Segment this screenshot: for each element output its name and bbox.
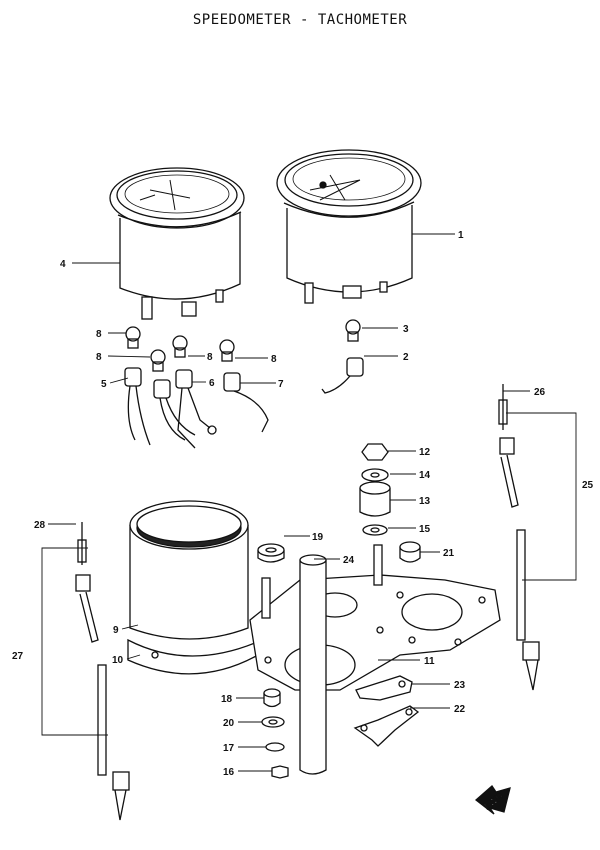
meter-cup: [127, 500, 263, 675]
callout-2: 2: [403, 352, 409, 363]
callout-5: 5: [101, 379, 107, 390]
mount-grommets: [359, 443, 391, 536]
meter-right: [276, 149, 422, 304]
callout-11: 11: [424, 656, 435, 667]
callout-22: 22: [454, 704, 466, 715]
callout-27: 27: [12, 651, 24, 662]
callout-13: 13: [419, 496, 431, 507]
callout-7: 7: [278, 379, 284, 390]
meter-left: [109, 167, 245, 320]
callout-labels: 1 4 3 2 8 8 8 8 5 6 7 12 14 13 15 19 24 …: [12, 230, 594, 778]
cable-left: [75, 522, 130, 821]
bulbs-and-sockets: [124, 319, 364, 449]
callout-18: 18: [221, 694, 233, 705]
callout-15: 15: [419, 524, 431, 535]
callout-26: 26: [534, 387, 546, 398]
callout-12: 12: [419, 447, 431, 458]
callout-4: 4: [60, 259, 66, 270]
callout-24: 24: [343, 555, 355, 566]
callout-19: 19: [312, 532, 324, 543]
callout-28: 28: [34, 520, 46, 531]
callout-23: 23: [454, 680, 466, 691]
callout-1: 1: [458, 230, 464, 241]
callout-8a: 8: [96, 329, 102, 340]
callout-9: 9: [113, 625, 119, 636]
fwd-arrow: FWD: [474, 785, 511, 815]
fasteners: [257, 541, 421, 779]
callout-8d: 8: [271, 354, 277, 365]
callout-20: 20: [223, 718, 235, 729]
callout-16: 16: [223, 767, 235, 778]
callout-17: 17: [223, 743, 235, 754]
diagram-title: SPEEDOMETER - TACHOMETER: [192, 12, 408, 28]
callout-3: 3: [403, 324, 409, 335]
callout-25: 25: [582, 480, 594, 491]
callout-21: 21: [443, 548, 455, 559]
mount-bracket: [249, 544, 501, 775]
callout-6: 6: [209, 378, 215, 389]
callout-8c: 8: [207, 352, 213, 363]
callout-14: 14: [419, 470, 431, 481]
leader-lines: [41, 233, 577, 772]
cable-right: [498, 384, 540, 691]
callout-10: 10: [112, 655, 124, 666]
callout-8b: 8: [96, 352, 102, 363]
